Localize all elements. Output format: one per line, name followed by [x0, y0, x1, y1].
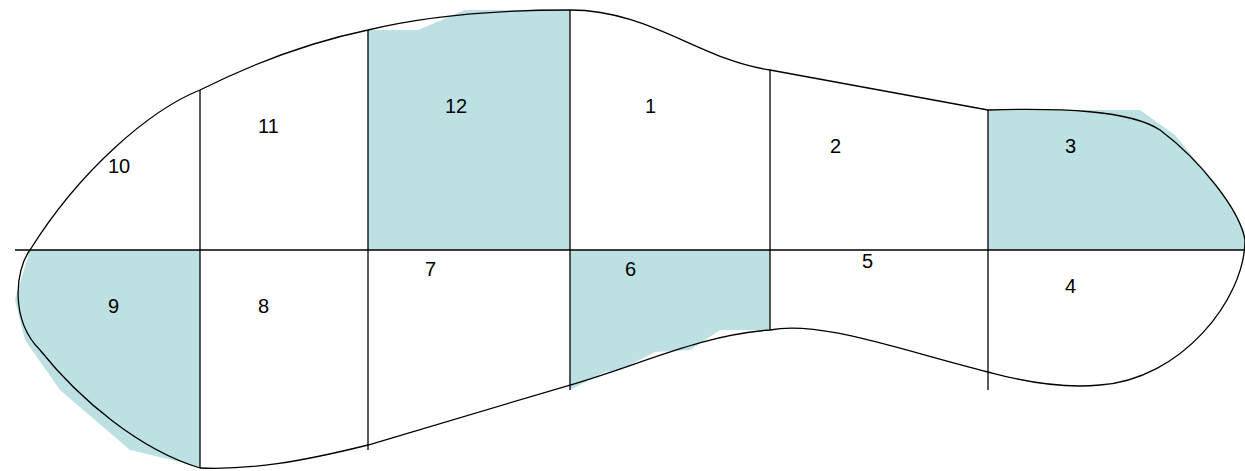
zone-number: 11 — [258, 116, 279, 136]
zone-number: 2 — [830, 136, 841, 156]
zone-divider — [199, 90, 200, 468]
shaded-zone — [570, 250, 770, 390]
zone-number: 7 — [425, 259, 436, 279]
zone-number: 4 — [1065, 276, 1076, 296]
zone-number: 9 — [108, 296, 119, 316]
zone-number: 6 — [625, 259, 636, 279]
zone-divider — [367, 30, 368, 450]
shaded-zone — [15, 250, 200, 468]
zone-divider — [769, 70, 770, 330]
zone-number: 1 — [645, 96, 656, 116]
shaded-zone — [368, 10, 570, 250]
zone-divider — [569, 10, 570, 390]
sole-outline — [18, 10, 1245, 468]
zone-number: 10 — [108, 156, 130, 176]
zone-divider — [987, 110, 988, 390]
zone-number: 5 — [862, 251, 873, 271]
zone-number: 3 — [1065, 136, 1076, 156]
zone-number: 8 — [258, 296, 269, 316]
zone-number: 12 — [445, 96, 467, 116]
shaded-zone — [988, 110, 1245, 250]
